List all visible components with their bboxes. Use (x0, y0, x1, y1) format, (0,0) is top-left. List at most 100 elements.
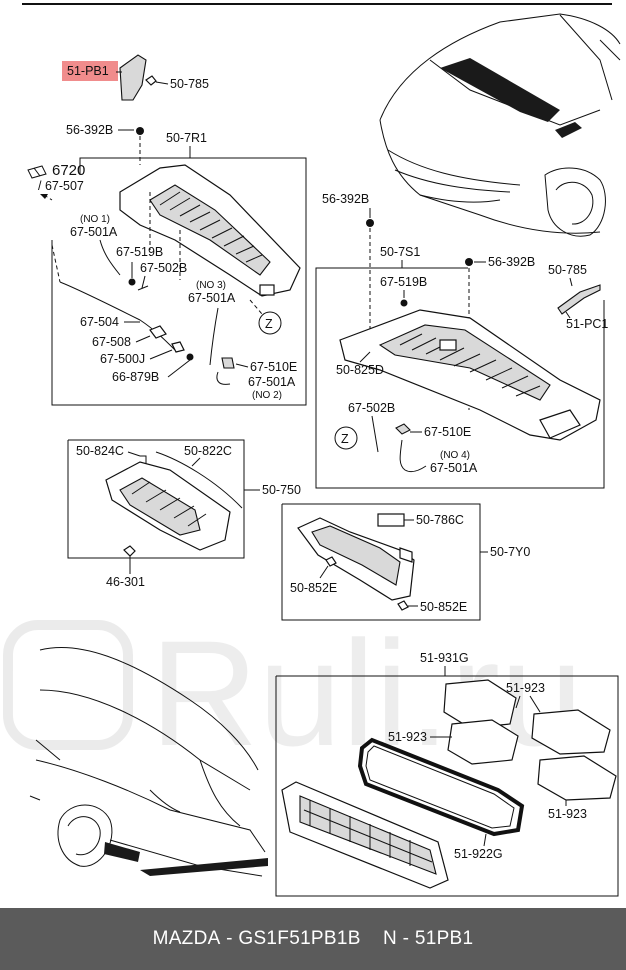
footer-brand: MAZDA (152, 928, 221, 949)
label-67-501a-4: 67-501A (430, 461, 478, 475)
part-50-7r1-cowl-grille (119, 164, 301, 297)
label-50-7s1: 50-7S1 (380, 245, 420, 259)
z-marker-2 (334, 426, 358, 450)
label-no3: (NO 3) (196, 280, 226, 291)
label-56-392b-c: 56-392B (488, 255, 535, 269)
footer-separator: - (220, 928, 239, 949)
part-50-786c (377, 513, 405, 527)
label-67-504: 67-504 (80, 315, 119, 329)
hose-no4 (399, 439, 427, 473)
label-46-301: 46-301 (106, 575, 145, 589)
label-51-pc1: 51-PC1 (566, 317, 608, 331)
label-no4: (NO 4) (440, 450, 470, 461)
frame-50-750 (67, 439, 245, 559)
frame-51-931g (275, 675, 619, 897)
label-50-750: 50-750 (262, 483, 301, 497)
label-51-923-c: 51-923 (548, 807, 587, 821)
label-67-508: 67-508 (92, 335, 131, 349)
label-no2: (NO 2) (252, 390, 282, 401)
part-67-519b-1 (128, 278, 136, 286)
label-50-824c: 50-824C (76, 444, 124, 458)
label-51-923-b: 51-923 (388, 730, 427, 744)
label-51-pb1: 51-PB1 (67, 64, 109, 78)
windshield-cowl-strip (440, 58, 560, 122)
label-no1: (NO 1) (80, 214, 110, 225)
label-51-922g: 51-922G (454, 847, 503, 861)
ref-6720-icon (27, 165, 47, 179)
part-67-508 (149, 325, 167, 339)
label-67-502b-2: 67-502B (348, 401, 395, 415)
label-66-879b: 66-879B (112, 370, 159, 384)
car-rear-illustration (29, 646, 266, 877)
part-50-852e-2 (397, 600, 409, 611)
label-56-392b-b: 56-392B (322, 192, 369, 206)
label-67-510e-1: 67-510E (250, 360, 297, 374)
hose-no2 (216, 371, 231, 385)
watermark-logo (3, 620, 133, 750)
arrow-67-507 (40, 194, 48, 199)
cowl-end-strip (555, 122, 582, 138)
label-67-502b-1: 67-502B (140, 261, 187, 275)
footer-part-number: GS1F51PB1B (238, 928, 361, 949)
highlight-box-51-pb1 (62, 61, 118, 81)
label-z-2: Z (341, 432, 349, 446)
label-67-500j: 67-500J (100, 352, 145, 366)
part-51-931g-grille (281, 781, 449, 889)
part-51-923-d (537, 755, 617, 801)
part-67-510e-1 (221, 357, 235, 369)
part-50-7y0-duct (297, 517, 415, 601)
label-67-501a-1: 67-501A (70, 225, 118, 239)
frame-50-7s1 (315, 267, 605, 489)
part-51-pb1 (119, 54, 147, 101)
rear-reflector-strip (104, 842, 140, 862)
frame-50-7y0 (281, 503, 481, 621)
label-50-7r1: 50-7R1 (166, 131, 207, 145)
hose-no1 (99, 239, 121, 276)
label-50-785-b: 50-785 (548, 263, 587, 277)
label-z-1: Z (265, 317, 273, 331)
part-67-510e-2 (395, 423, 411, 435)
label-50-7y0: 50-7Y0 (490, 545, 530, 559)
exploded-parts-diagram: Ruli.ru 51-PB1 50-785 56-392B 50-7R1 672… (3, 3, 621, 897)
label-50-785-a: 50-785 (170, 77, 209, 91)
part-67-500j (171, 341, 185, 353)
rear-spoiler-strip (140, 858, 268, 876)
part-46-301 (123, 545, 136, 557)
hose-no3 (209, 307, 219, 366)
label-50-825d: 50-825D (336, 363, 384, 377)
bolt-56-392b-a (136, 127, 144, 135)
label-67-507: / 67-507 (38, 179, 84, 193)
part-67-502b-1 (137, 285, 149, 291)
part-51-922g-seal (357, 737, 525, 837)
part-number-footer: MAZDA - GS1F51PB1B N - 51PB1 (0, 908, 626, 970)
label-67-510e-2: 67-510E (424, 425, 471, 439)
part-66-879b (186, 353, 194, 361)
label-50-852e-1: 50-852E (290, 581, 337, 595)
part-51-pc1 (557, 284, 601, 315)
label-50-852e-2: 50-852E (420, 600, 467, 614)
label-51-931g: 51-931G (420, 651, 469, 665)
label-67-519b-2: 67-519B (380, 275, 427, 289)
part-51-923-a (443, 679, 517, 729)
footer-gap (361, 928, 383, 950)
label-50-786c: 50-786C (416, 513, 464, 527)
part-50-852e-1 (325, 556, 337, 567)
part-51-923-c (531, 709, 611, 755)
part-51-923-b (447, 719, 519, 765)
label-6720: 6720 (52, 162, 85, 179)
part-50-822c-seal (155, 451, 243, 509)
bolt-56-392b-b (366, 219, 374, 227)
part-50-824c (140, 455, 147, 466)
label-56-392b-a: 56-392B (66, 123, 113, 137)
label-67-501a-3: 67-501A (188, 291, 236, 305)
label-50-822c: 50-822C (184, 444, 232, 458)
part-50-7s1-cowl-grille (339, 309, 601, 441)
label-67-519b-1: 67-519B (116, 245, 163, 259)
label-67-501a-2: 67-501A (248, 375, 296, 389)
part-50-750-louver (105, 461, 231, 551)
z-marker-1 (258, 311, 282, 335)
part-67-519b-2 (400, 299, 408, 307)
frame-50-7r1 (51, 157, 307, 406)
bolt-56-392b-c (465, 258, 473, 266)
